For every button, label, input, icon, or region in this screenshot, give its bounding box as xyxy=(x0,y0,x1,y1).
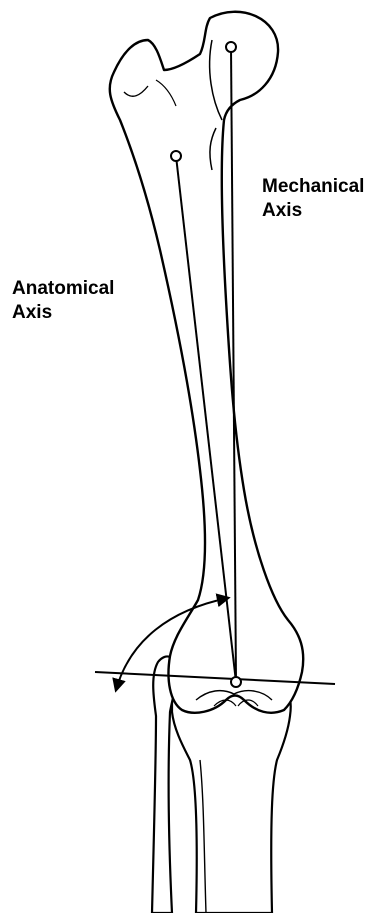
tibia-bone xyxy=(172,679,291,913)
mechanical-axis-label-line2: Axis xyxy=(262,199,364,223)
anatomical-axis-label-line1: Anatomical xyxy=(12,277,114,301)
anatomical-axis-label-line2: Axis xyxy=(12,301,114,325)
anatomical-axis-start-icon xyxy=(171,151,181,161)
anatomical-axis-label: Anatomical Axis xyxy=(12,277,114,325)
femur-bone xyxy=(110,12,303,713)
knee-center-icon xyxy=(231,677,241,687)
mechanical-axis-label: Mechanical Axis xyxy=(262,175,364,223)
mechanical-axis-label-line1: Mechanical xyxy=(262,175,364,199)
femoral-head-center-icon xyxy=(226,42,236,52)
